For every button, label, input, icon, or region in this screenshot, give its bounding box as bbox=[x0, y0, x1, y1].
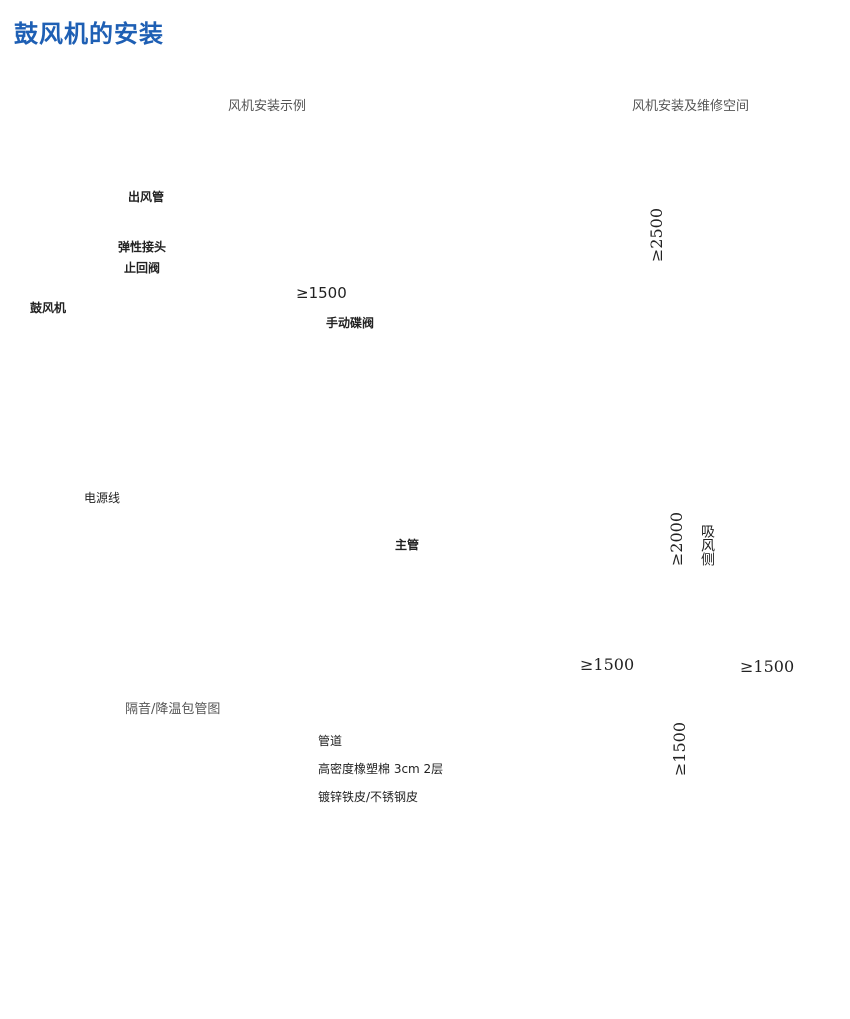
intake-side-label: 吸风侧 bbox=[699, 524, 715, 566]
insulation-layer-foam: 高密度橡塑棉 3cm 2层 bbox=[318, 762, 444, 776]
page-title: 鼓风机的安装 bbox=[14, 20, 164, 48]
main-pipe-label: 主管 bbox=[395, 538, 420, 552]
power-cable-label: 电源线 bbox=[84, 491, 121, 505]
manual-butterfly-valve-drawing bbox=[387, 336, 449, 359]
distance-dimension: ≥1500 bbox=[296, 284, 347, 302]
insulation-ring bbox=[61, 742, 299, 980]
top-clearance-dimension: ≥2000 bbox=[667, 512, 686, 567]
elastic-joint-drawing bbox=[192, 231, 234, 297]
insulation-caption: 隔音/降温包管图 bbox=[125, 702, 221, 717]
side-view-frame bbox=[552, 137, 824, 444]
right-clearance-dimension: ≥1500 bbox=[740, 657, 795, 676]
check-valve-label: 止回阀 bbox=[124, 261, 161, 275]
blower-label: 鼓风机 bbox=[30, 301, 67, 315]
outlet-pipe-label: 出风管 bbox=[128, 190, 165, 204]
installation-example-caption: 风机安装示例 bbox=[228, 99, 307, 114]
bottom-clearance-dimension: ≥1500 bbox=[670, 722, 689, 777]
outlet-pipe-run bbox=[201, 154, 421, 599]
blower-cabinet bbox=[89, 277, 251, 480]
left-clearance-dimension: ≥1500 bbox=[580, 655, 635, 674]
maintenance-space-caption: 风机安装及维修空间 bbox=[632, 99, 750, 114]
elastic-joint-label: 弹性接头 bbox=[118, 240, 167, 254]
side-height-dimension: ≥2500 bbox=[647, 208, 666, 263]
insulation-layer-sheet: 镀锌铁皮/不锈钢皮 bbox=[318, 790, 419, 804]
manual-butterfly-valve-label: 手动碟阀 bbox=[326, 316, 375, 330]
insulation-layer-pipe: 管道 bbox=[318, 734, 343, 748]
top-view-blower bbox=[654, 601, 723, 701]
